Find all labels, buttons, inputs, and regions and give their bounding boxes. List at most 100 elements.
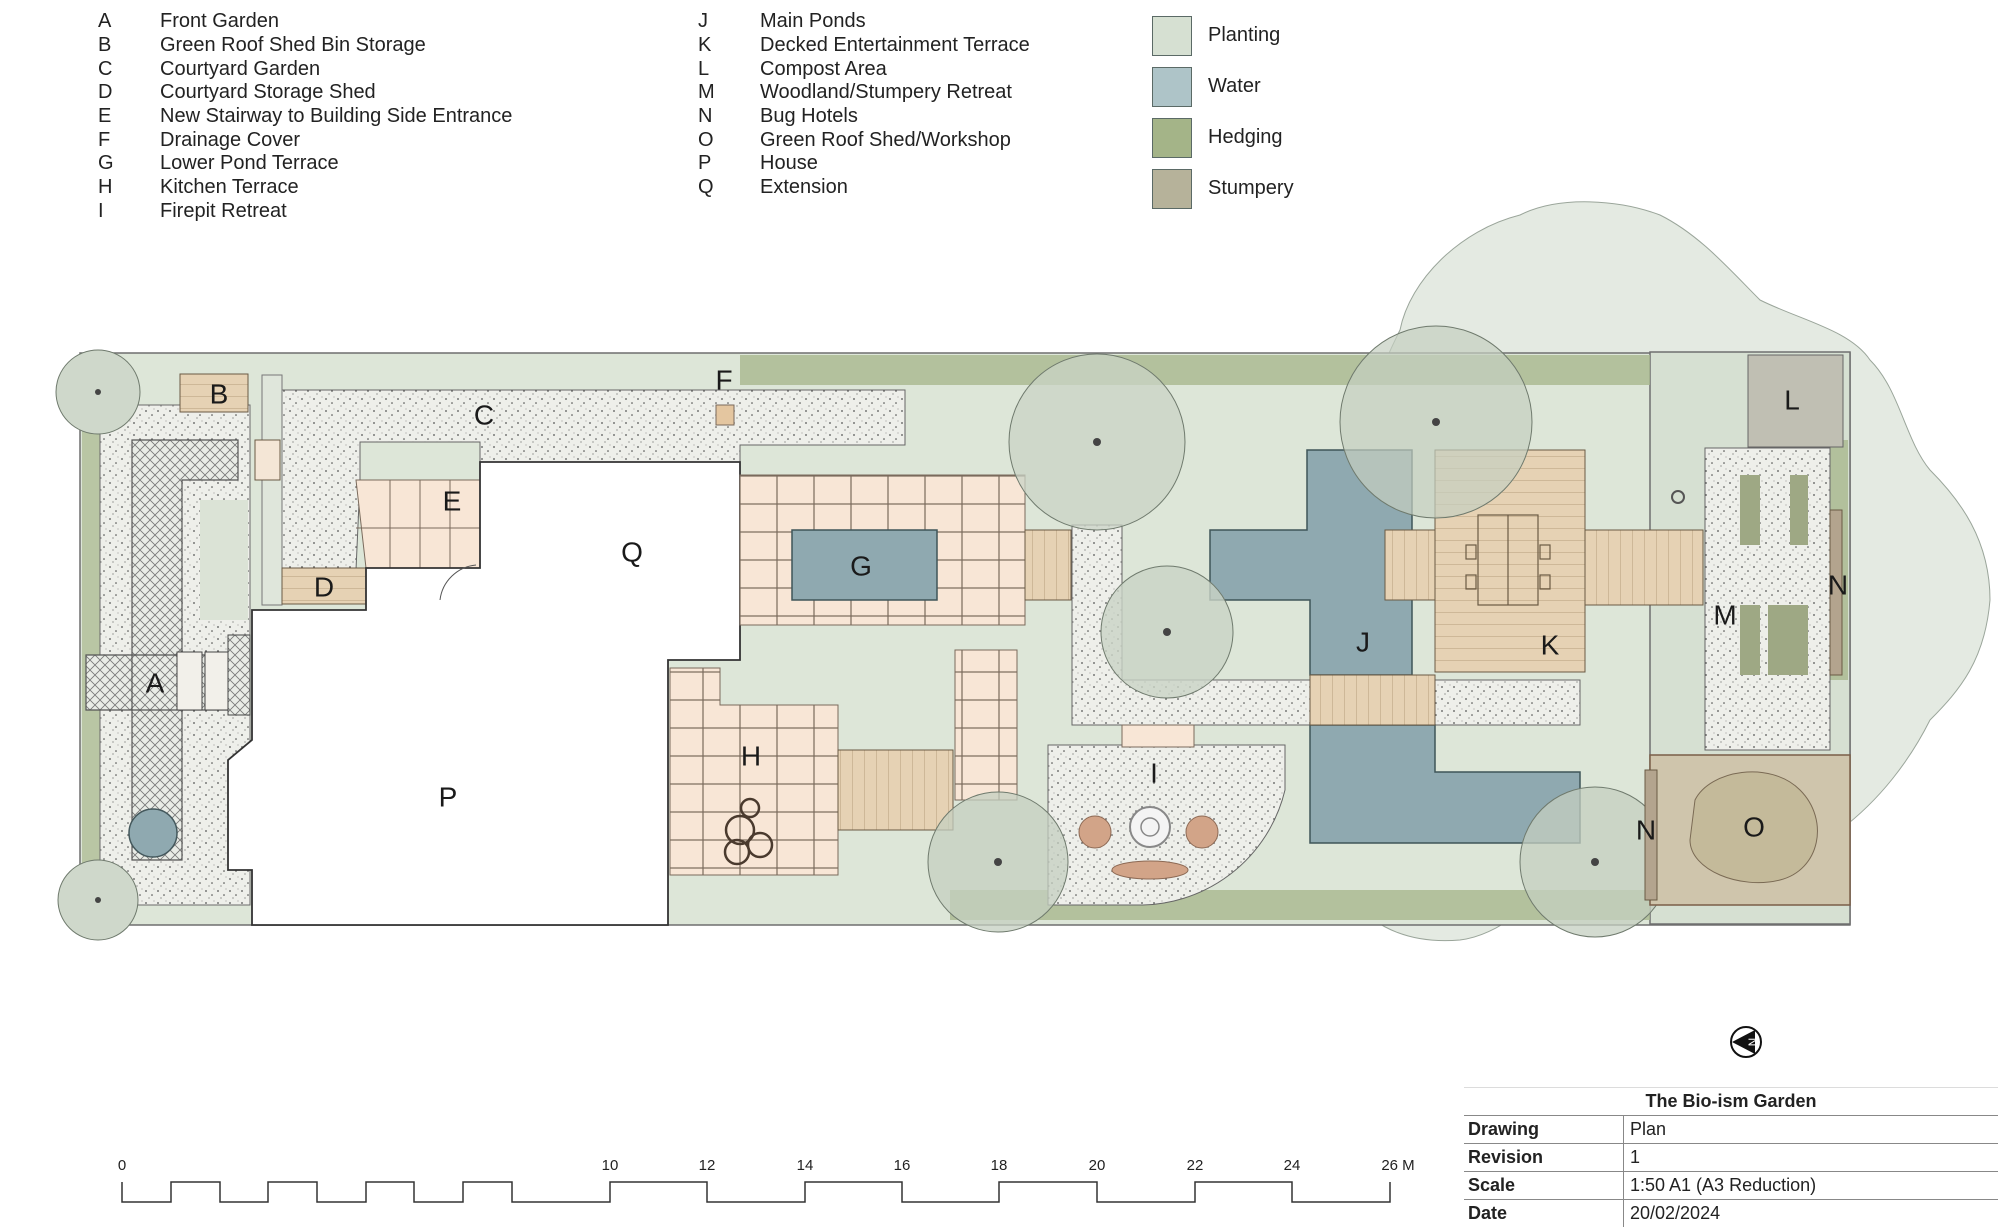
- north-letter: N: [1746, 1038, 1760, 1047]
- bin-storage: [179, 373, 249, 413]
- legend-code: I: [98, 199, 104, 222]
- legend-desc: Drainage Cover: [160, 128, 301, 151]
- map-label-F: F: [715, 365, 732, 396]
- legend-item: O Green Roof Shed/Workshop: [698, 128, 1030, 152]
- scale-tick-label: 16: [894, 1157, 911, 1174]
- row-key: Date: [1464, 1200, 1624, 1227]
- legend-desc: Woodland/Stumpery Retreat: [760, 81, 1012, 104]
- material-key: Planting Water Hedging Stumpery: [1152, 10, 1294, 214]
- map-label-L: L: [1784, 385, 1800, 416]
- legend-desc: Bug Hotels: [760, 105, 858, 128]
- drawing-title: The Bio-ism Garden: [1464, 1087, 1998, 1115]
- map-label-K: K: [1541, 630, 1560, 661]
- house: [227, 461, 741, 926]
- legend-code: P: [698, 152, 712, 175]
- title-block-row: Date 20/02/2024: [1464, 1199, 1998, 1227]
- map-label-group: A B C D E F G H I J K L M N N O P Q: [146, 365, 1848, 846]
- legend-code: O: [698, 128, 714, 151]
- water-swatch: [1152, 66, 1192, 107]
- map-label-B: B: [210, 379, 229, 410]
- scale-tick-label: 0: [118, 1157, 126, 1174]
- scale-tick-label: 14: [797, 1157, 814, 1174]
- kitchen-terrace: [669, 667, 839, 876]
- legend-code: F: [98, 128, 111, 151]
- legend-item: N Bug Hotels: [698, 105, 1030, 129]
- legend-desc: Decked Entertainment Terrace: [760, 34, 1030, 57]
- map-label-P: P: [439, 782, 458, 813]
- legend-code: M: [698, 81, 715, 104]
- decked-terrace: [1384, 529, 1438, 601]
- kitchen-terrace-steps: [837, 749, 954, 831]
- key-label: Hedging: [1208, 126, 1283, 148]
- map-label-E: E: [443, 486, 462, 517]
- legend-desc: Extension: [760, 176, 848, 199]
- legend-code: N: [698, 105, 713, 128]
- planting-swatch: [1152, 15, 1192, 56]
- row-value: 1:50 A1 (A3 Reduction): [1630, 1175, 1817, 1195]
- legend-code: A: [98, 10, 112, 33]
- lower-pond-water: [791, 529, 938, 601]
- legend-desc: Kitchen Terrace: [160, 176, 299, 199]
- row-value: 1: [1630, 1147, 1641, 1167]
- scale-tick-label: 26 M: [1381, 1157, 1414, 1174]
- legend-item: F Drainage Cover: [98, 128, 512, 152]
- legend-code: C: [98, 57, 113, 80]
- key-item-hedging: Hedging: [1152, 112, 1294, 163]
- scale-tick-label: 22: [1187, 1157, 1204, 1174]
- drainage-cover: [715, 404, 735, 426]
- map-label-M: M: [1713, 600, 1736, 631]
- map-label-I: I: [1150, 758, 1158, 789]
- front-garden-water-bowl: [128, 808, 178, 858]
- legend-code: E: [98, 105, 112, 128]
- stairway: [355, 479, 481, 569]
- map-label-C: C: [474, 400, 494, 431]
- map-label-Q: Q: [621, 537, 643, 568]
- hedging-swatch: [1152, 117, 1192, 158]
- row-key: Revision: [1464, 1144, 1624, 1171]
- legend-item: M Woodland/Stumpery Retreat: [698, 81, 1030, 105]
- legend-desc: Firepit Retreat: [160, 199, 287, 222]
- scale-tick-label: 20: [1089, 1157, 1106, 1174]
- compost-area: [1747, 354, 1844, 448]
- scale-tick-label: 18: [991, 1157, 1008, 1174]
- stumpery-swatch: [1152, 168, 1192, 209]
- legend-code: H: [98, 176, 113, 199]
- courtyard-storage-shed: [281, 567, 367, 605]
- key-label: Planting: [1208, 24, 1281, 46]
- legend-item: H Kitchen Terrace: [98, 176, 512, 200]
- legend-desc: Green Roof Shed/Workshop: [760, 128, 1011, 151]
- key-label: Stumpery: [1208, 177, 1294, 199]
- legend-desc: Front Garden: [160, 10, 279, 33]
- legend-item: B Green Roof Shed Bin Storage: [98, 34, 512, 58]
- map-label-H: H: [741, 741, 761, 772]
- map-label-G: G: [850, 551, 872, 582]
- legend-item: I Firepit Retreat: [98, 200, 512, 224]
- row-key: Drawing: [1464, 1116, 1624, 1143]
- key-label: Water: [1208, 75, 1261, 97]
- key-item-water: Water: [1152, 61, 1294, 112]
- row-value: Plan: [1630, 1119, 1667, 1139]
- title-block: The Bio-ism Garden Drawing Plan Revision 1…: [1464, 1087, 1998, 1227]
- north-arrow-icon: N: [1730, 1026, 1762, 1058]
- scale-bar: 0 10 12 14 16 18 20 22 24 26 M: [118, 1157, 1415, 1203]
- legend-code: L: [698, 57, 710, 80]
- row-value: 20/02/2024: [1630, 1203, 1721, 1223]
- legend-desc: Green Roof Shed Bin Storage: [160, 34, 426, 57]
- title-block-row: Drawing Plan: [1464, 1115, 1998, 1143]
- map-label-N-2: N: [1636, 815, 1656, 846]
- legend-code: B: [98, 34, 112, 57]
- map-label-D: D: [314, 572, 334, 603]
- firepit: [1129, 806, 1171, 848]
- map-label-A: A: [146, 668, 165, 699]
- scale-tick-label: 12: [699, 1157, 716, 1174]
- map-label-O: O: [1743, 812, 1765, 843]
- legend-code: J: [698, 10, 708, 33]
